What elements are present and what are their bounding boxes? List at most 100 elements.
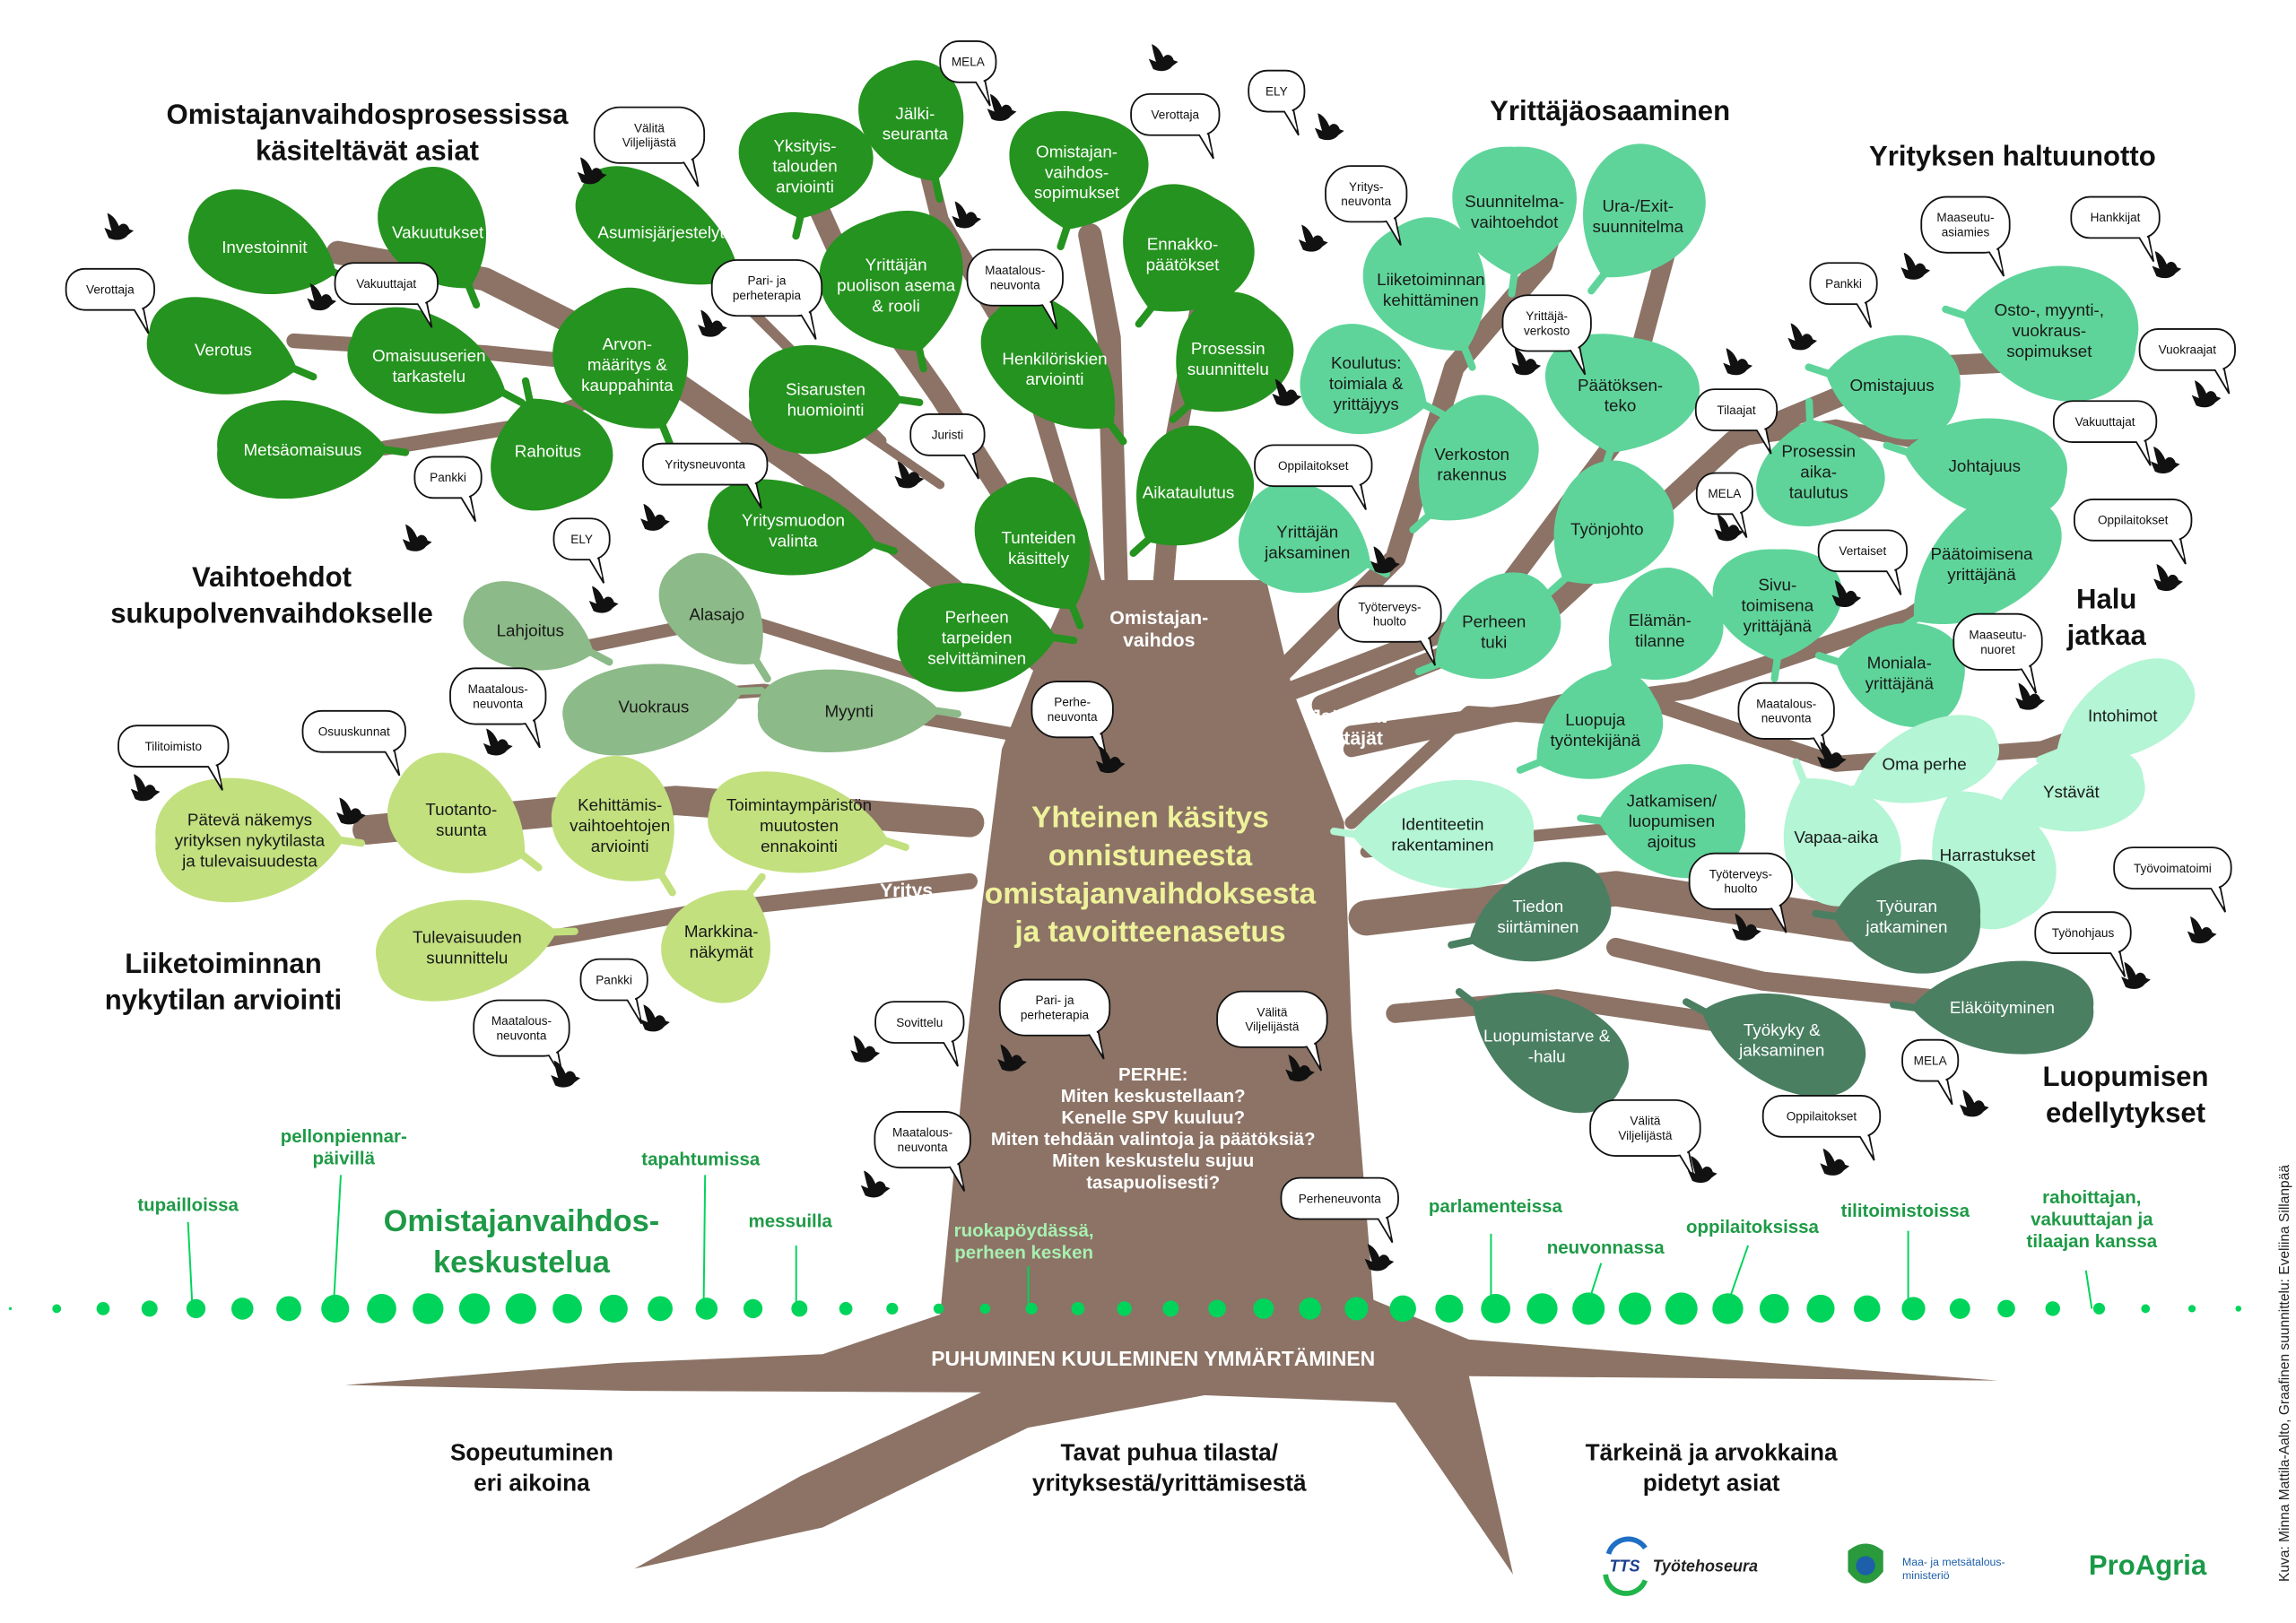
heading-values-line: pidetyt asiat — [1643, 1470, 1780, 1497]
conversation-dot — [648, 1296, 673, 1322]
leaf-stem — [915, 344, 927, 373]
leaf-stem — [870, 541, 898, 555]
leaf-label: Jälki-seuranta — [883, 104, 949, 143]
ministry-logo: Maa- ja metsätalous-ministeriö — [1848, 1543, 2005, 1584]
leaf: Omistajan-vaihdos-sopimukset — [1009, 110, 1149, 251]
conversation-dot — [321, 1294, 350, 1323]
speech-bubble-line: ELY — [1265, 84, 1288, 98]
speech-bubble: Juristi — [909, 413, 986, 480]
speech-bubble-label: Vuokraajat — [2159, 343, 2217, 357]
leaf-icon — [491, 398, 613, 511]
leaf-stem — [895, 395, 924, 406]
trunk-label-ownership-change-line: vaihdos — [1123, 629, 1195, 651]
leaf: Arvon-määritys &kauppahinta — [552, 287, 689, 448]
speech-bubble-line: Oppilaitokset — [2098, 514, 2169, 527]
speech-bubble: ELY — [1248, 69, 1306, 136]
leaf-label-line: Investoinnit — [222, 238, 308, 256]
leaf-stem — [1805, 397, 1814, 427]
bird-icon — [1817, 742, 1847, 769]
leaf-stem — [1770, 654, 1781, 682]
speech-bubble-label: Tilaajat — [1717, 404, 1755, 417]
leaf-label-line: määritys & — [587, 355, 667, 374]
speech-bubble-label: MELA — [952, 56, 986, 69]
speech-bubble-label: Sovittelu — [896, 1016, 943, 1029]
speech-bubble-icon — [1920, 195, 2011, 254]
leaf-icon — [897, 583, 1057, 692]
branch — [1606, 937, 1971, 1011]
bird-icon — [402, 524, 432, 551]
speech-bubble-line: huolto — [1724, 882, 1757, 896]
leaf-icon — [187, 189, 336, 295]
speech-bubble: Maatalous-neuvonta — [473, 999, 570, 1081]
speech-bubble-line: neuvonta — [898, 1141, 948, 1154]
leaf-stem — [1129, 535, 1152, 558]
speech-bubble-icon — [579, 958, 648, 1002]
conversation-place-line: messuilla — [749, 1211, 833, 1231]
leaf-label: Osto-, myynti-,vuokraus-sopimukset — [1995, 300, 2104, 360]
speech-bubble-label: Maatalous-neuvonta — [491, 1014, 552, 1042]
speech-bubble: Työvoimatoimi — [2113, 846, 2232, 913]
speech-bubble-line: Vakuuttajat — [356, 277, 416, 291]
conversation-dot — [1806, 1294, 1835, 1323]
conversation-dot — [1997, 1299, 2015, 1318]
conversation-title: Omistajanvaihdos-keskustelua — [384, 1204, 660, 1280]
leaf-stem — [1516, 759, 1544, 774]
leaf-stem — [1107, 421, 1127, 446]
leaf-label: Eläköityminen — [1950, 998, 2055, 1017]
ministry-name-line: Maa- ja metsätalous- — [1902, 1556, 2005, 1568]
callout-line — [702, 1175, 707, 1309]
speech-bubble-tail-fill — [799, 311, 815, 334]
leaf-icon — [1825, 334, 1961, 439]
leaf-icon — [1136, 425, 1255, 546]
leaf-label-line: ennakointi — [761, 837, 838, 855]
leaf-label-line: Pätevä näkemys — [187, 811, 312, 829]
speech-bubble-icon — [413, 456, 483, 499]
center-title-line: ja tavoitteenasetus — [1013, 916, 1285, 949]
conversation-place-line: ruokapöydässä, — [954, 1220, 1094, 1241]
leaf-label-line: puolison asema — [837, 275, 955, 294]
speech-bubble-line: Maaseutu- — [1969, 628, 2026, 641]
speech-bubble: Maaseutu-asiamies — [1920, 195, 2011, 277]
leaf-label-line: Perheen — [1462, 612, 1526, 630]
center-title-line: omistajanvaihdoksesta — [985, 878, 1317, 911]
center-title-line: Yhteinen käsitys — [1031, 801, 1269, 834]
leaf-stem — [1330, 828, 1359, 838]
leaf-stem — [550, 927, 578, 936]
conversation-dot — [186, 1298, 206, 1319]
leaf-label-line: Harrastukset — [1940, 846, 2036, 864]
leaf: Vakuutukset — [378, 166, 486, 309]
leaf-label-line: kehittäminen — [1383, 291, 1479, 309]
bird-icon — [1370, 546, 1400, 574]
leaf-stem — [1587, 270, 1608, 295]
speech-bubble-line: asiamies — [1942, 226, 1990, 239]
speech-bubble-line: perheterapia — [733, 289, 802, 302]
speech-bubble-label: MELA — [1708, 487, 1742, 500]
conversation-dots — [8, 1175, 2242, 1325]
leaf-stem — [1068, 603, 1084, 629]
leaf-label: Investoinnit — [222, 238, 308, 256]
speech-bubble-icon — [2070, 195, 2161, 239]
speech-bubble-label: Työterveys-huolto — [1709, 867, 1772, 895]
leaf-icon — [858, 60, 964, 182]
leaf-label-line: Työnjohto — [1570, 519, 1644, 538]
leaf-icon — [1609, 567, 1724, 680]
conversation-dot — [1481, 1294, 1511, 1324]
heading-business-assessment-line: nykytilan arviointi — [105, 984, 343, 1015]
speech-bubble: Vertaiset — [1817, 529, 1908, 595]
leaf-icon — [1712, 549, 1842, 662]
speech-bubble: Maatalous-neuvonta — [874, 1111, 971, 1192]
speech-bubble-tail-fill — [1770, 905, 1785, 927]
